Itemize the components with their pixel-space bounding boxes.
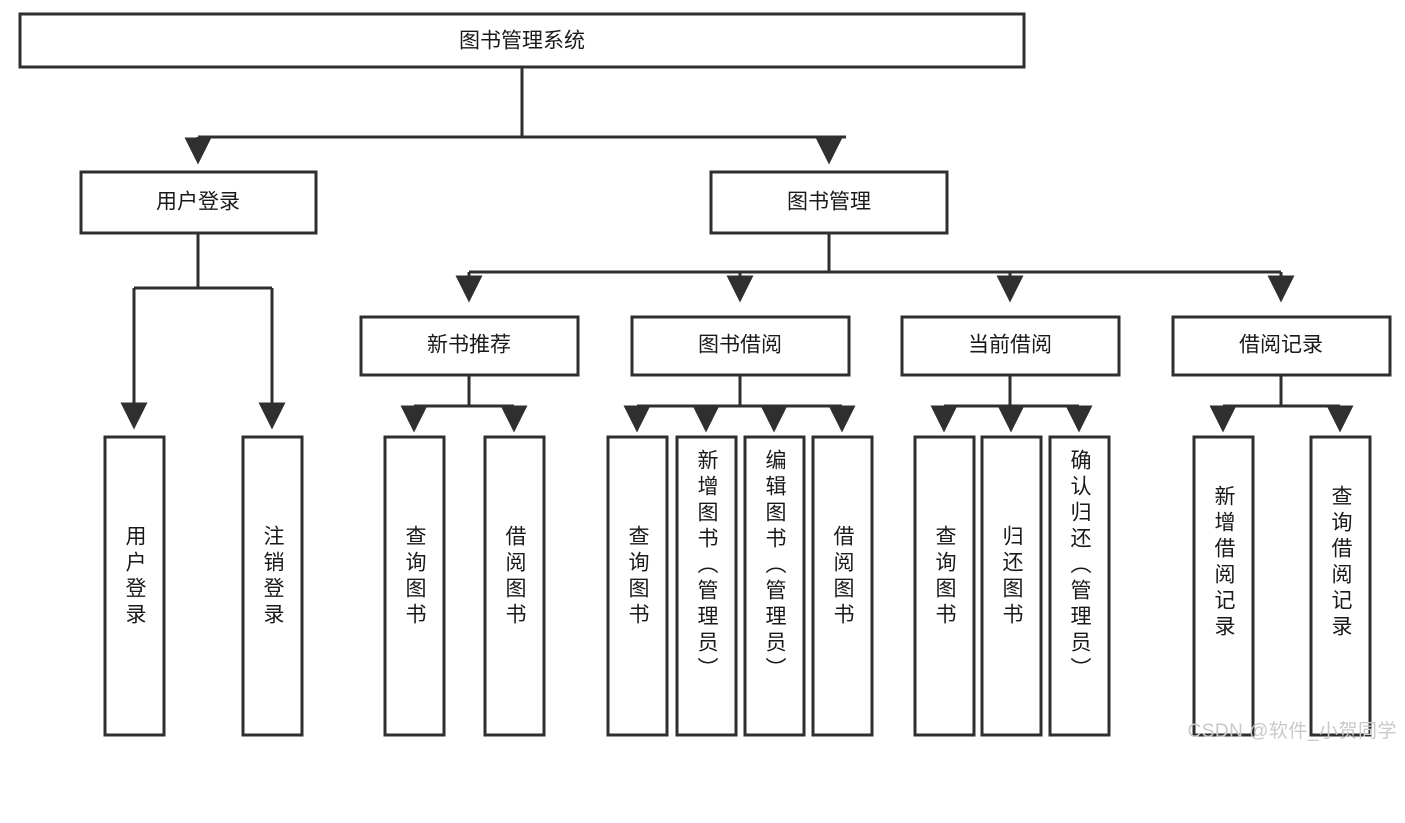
connectors-root-to-level2 bbox=[184, 67, 846, 165]
node-leaf-borrow-book-1[interactable] bbox=[483, 435, 546, 737]
node-book-manage-label: 图书管理 bbox=[787, 191, 871, 214]
diagram-canvas: 图书管理系统 用户登录 图书管理 新书推荐 图书借阅 当前借阅 借阅记录 bbox=[18, 12, 1397, 742]
connectors-borrowrecord-to-leaves bbox=[1209, 375, 1354, 433]
connectors-userlogin-to-leaves bbox=[120, 233, 286, 430]
node-book-borrow[interactable]: 图书借阅 bbox=[630, 315, 851, 377]
node-new-book-recommend[interactable]: 新书推荐 bbox=[359, 315, 580, 377]
connectors-newbook-to-leaves bbox=[400, 375, 528, 433]
node-user-login-label: 用户登录 bbox=[156, 191, 240, 214]
node-leaf-query-book-3[interactable] bbox=[913, 435, 976, 737]
node-leaf-borrow-book-2[interactable] bbox=[811, 435, 874, 737]
node-new-book-recommend-label: 新书推荐 bbox=[427, 334, 511, 357]
node-current-borrow[interactable]: 当前借阅 bbox=[900, 315, 1121, 377]
node-leaf-return-book[interactable] bbox=[980, 435, 1043, 737]
node-root-label: 图书管理系统 bbox=[459, 30, 585, 53]
node-leaf-edit-book[interactable] bbox=[743, 435, 806, 737]
node-leaf-query-book-1[interactable] bbox=[383, 435, 446, 737]
node-leaf-confirm-return[interactable] bbox=[1048, 435, 1111, 737]
node-borrow-record-label: 借阅记录 bbox=[1239, 334, 1323, 357]
csdn-watermark: CSDN @软件_小贺同学 bbox=[1187, 721, 1397, 742]
node-user-login[interactable]: 用户登录 bbox=[79, 170, 318, 235]
node-leaf-user-login[interactable] bbox=[103, 435, 166, 737]
node-leaf-add-book[interactable] bbox=[675, 435, 738, 737]
node-book-borrow-label: 图书借阅 bbox=[698, 334, 782, 357]
node-borrow-record[interactable]: 借阅记录 bbox=[1171, 315, 1392, 377]
node-leaf-user-logout[interactable] bbox=[241, 435, 304, 737]
connectors-bookmanage-to-level3 bbox=[455, 233, 1295, 303]
connectors-bookborrow-to-leaves bbox=[623, 375, 856, 433]
node-leaf-query-record[interactable] bbox=[1309, 435, 1372, 737]
node-root[interactable]: 图书管理系统 bbox=[18, 12, 1026, 69]
node-book-manage[interactable]: 图书管理 bbox=[709, 170, 949, 235]
node-leaf-add-record[interactable] bbox=[1192, 435, 1255, 737]
node-current-borrow-label: 当前借阅 bbox=[968, 334, 1052, 357]
connectors-currentborrow-to-leaves bbox=[930, 375, 1093, 433]
node-leaf-query-book-2[interactable] bbox=[606, 435, 669, 737]
tree-diagram-svg: 图书管理系统 用户登录 图书管理 新书推荐 图书借阅 当前借阅 借阅记录 bbox=[18, 12, 1392, 737]
